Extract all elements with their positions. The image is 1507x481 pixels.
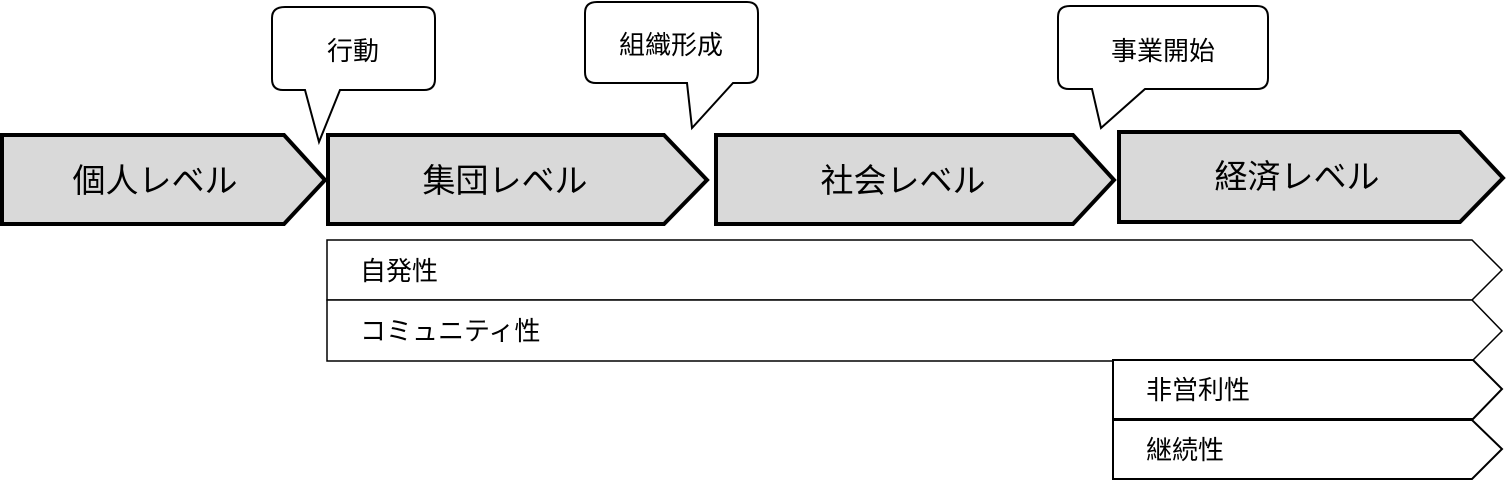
level-chevron-economy: 経済レベル xyxy=(1117,130,1506,224)
attribute-bar-spontaneity: 自発性 xyxy=(326,239,1504,301)
attribute-bar-continuity: 継続性 xyxy=(1112,419,1504,480)
callout-label: 組織形成 xyxy=(619,31,723,61)
level-label: 経済レベル xyxy=(1215,157,1380,196)
callout-organization: 組織形成 xyxy=(584,1,759,131)
callout-business-start: 事業開始 xyxy=(1057,5,1269,130)
bar-label: 継続性 xyxy=(1146,436,1224,466)
level-label: 個人レベル xyxy=(73,161,238,200)
level-label: 集団レベル xyxy=(423,161,588,200)
level-label: 社会レベル xyxy=(821,161,986,200)
attribute-bar-nonprofit: 非営利性 xyxy=(1112,359,1504,420)
bar-label: 自発性 xyxy=(360,257,438,287)
bar-label: 非営利性 xyxy=(1146,376,1250,406)
bar-label: コミュニティ性 xyxy=(360,317,540,347)
callout-label: 行動 xyxy=(327,37,379,67)
callout-action: 行動 xyxy=(271,6,436,146)
level-chevron-society: 社会レベル xyxy=(714,133,1117,226)
level-chevron-individual: 個人レベル xyxy=(0,133,328,226)
callout-label: 事業開始 xyxy=(1111,37,1215,67)
attribute-bar-community: コミュニティ性 xyxy=(326,299,1504,362)
level-chevron-group: 集団レベル xyxy=(326,133,710,226)
